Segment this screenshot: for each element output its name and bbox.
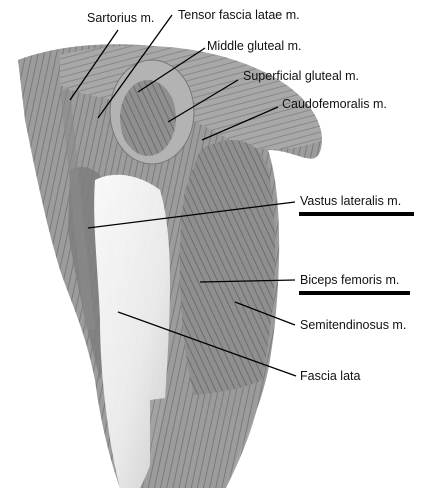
label-superficial-gluteal: Superficial gluteal m. xyxy=(243,69,359,83)
label-semitendinosus: Semitendinosus m. xyxy=(300,318,406,332)
label-fascia-lata: Fascia lata xyxy=(300,369,360,383)
label-biceps-femoris: Biceps femoris m. xyxy=(300,273,399,287)
label-vastus-lateralis: Vastus lateralis m. xyxy=(300,194,401,208)
muscle-illustration xyxy=(18,44,322,488)
label-caudofemoralis: Caudofemoralis m. xyxy=(282,97,387,111)
label-sartorius: Sartorius m. xyxy=(87,11,154,25)
label-middle-gluteal: Middle gluteal m. xyxy=(207,39,302,53)
label-tensor: Tensor fascia latae m. xyxy=(178,8,300,22)
